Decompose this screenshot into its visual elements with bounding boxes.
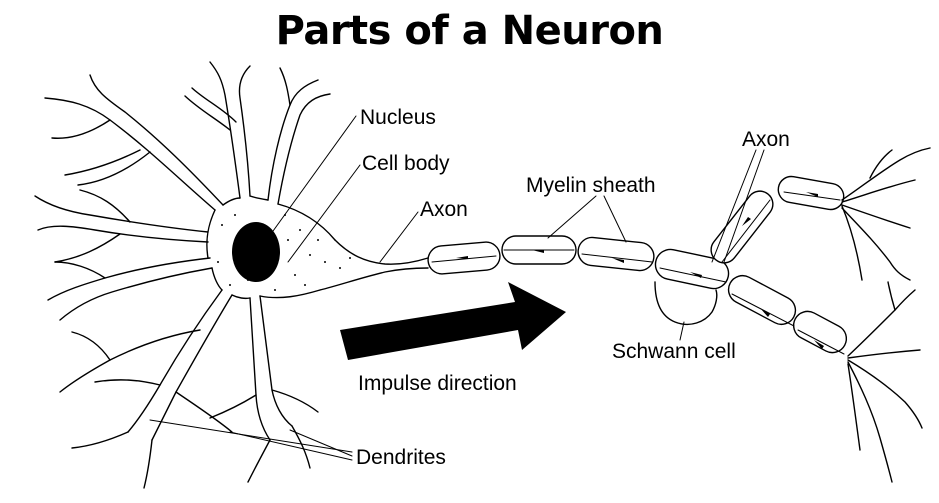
label-schwann-cell: Schwann cell (612, 340, 736, 363)
label-dendrites: Dendrites (356, 446, 446, 469)
schwann-cell-bulge (655, 282, 717, 324)
axon-terminals (842, 148, 930, 482)
impulse-direction-arrow (340, 282, 566, 360)
label-impulse-direction: Impulse direction (358, 372, 517, 395)
dendrites (35, 62, 335, 488)
label-axon-right: Axon (742, 128, 790, 151)
label-nucleus: Nucleus (360, 106, 436, 129)
label-myelin-sheath: Myelin sheath (526, 174, 656, 197)
label-axon-left: Axon (420, 198, 468, 221)
leader-lines (150, 116, 764, 460)
label-cell-body: Cell body (362, 152, 450, 175)
